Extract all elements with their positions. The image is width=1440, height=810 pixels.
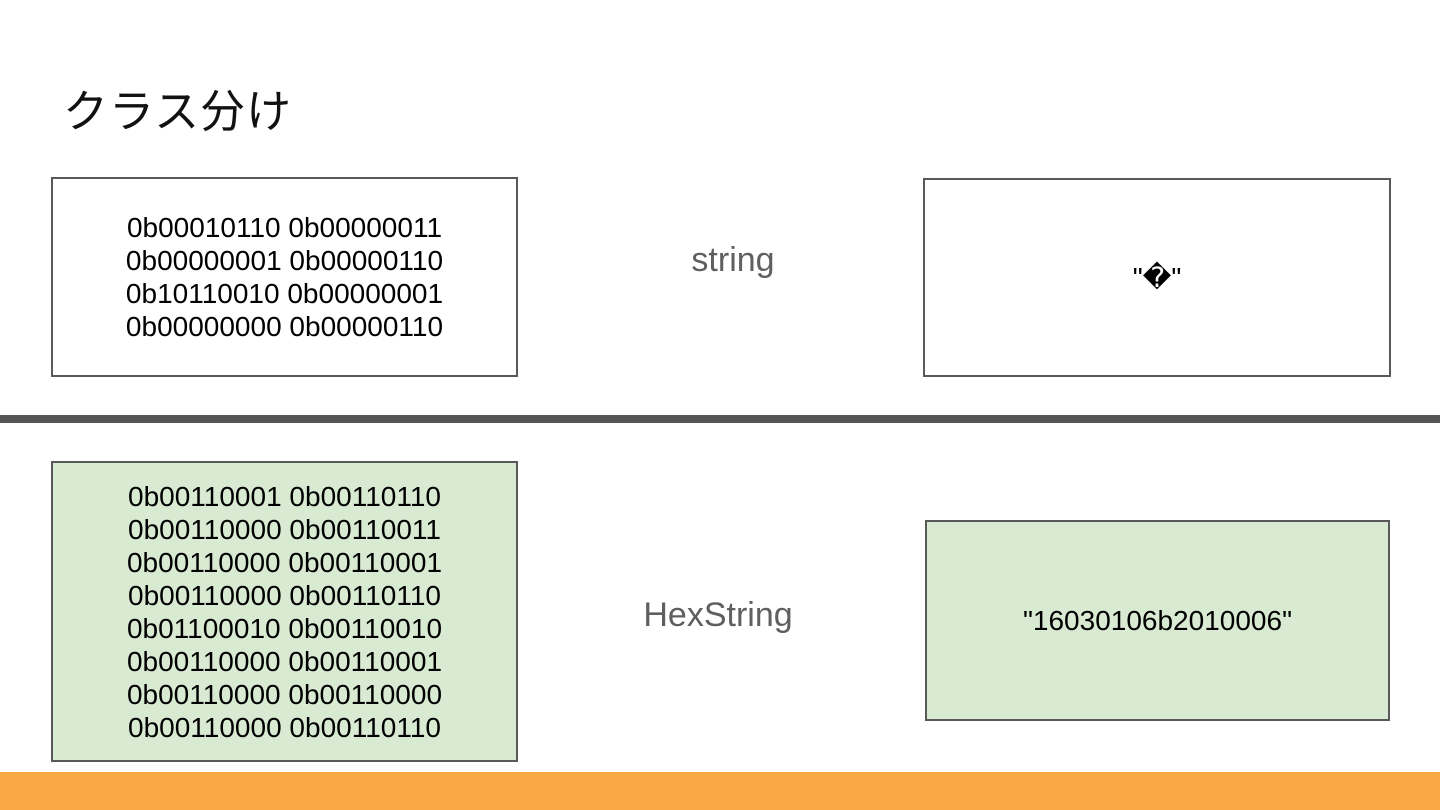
binary-line: 0b00110000 0b00110001	[126, 546, 443, 578]
binary-line: 0b00010110 0b00000011	[126, 212, 443, 243]
binary-line: 0b00110000 0b00110001	[126, 645, 443, 677]
hexstring-result-box: "16030106b2010006"	[925, 520, 1390, 721]
string-result-box: "�"	[923, 178, 1391, 377]
binary-line: 0b00110000 0b00110000	[126, 678, 443, 710]
section-divider	[0, 415, 1440, 423]
class-label-hexstring: HexString	[643, 596, 793, 634]
binary-line: 0b00110000 0b00110110	[128, 579, 441, 611]
footer-accent-bar	[0, 772, 1440, 810]
class-label-string: string	[691, 241, 775, 279]
hexstring-result-value: "16030106b2010006"	[1022, 605, 1293, 636]
binary-line: 0b00000000 0b00000110	[125, 311, 444, 342]
binary-line: 0b01100010 0b00110010	[126, 612, 443, 644]
string-result-value: "�"	[1132, 262, 1182, 293]
binary-bytes-box-hexstring: 0b00110001 0b00110110 0b00110000 0b00110…	[51, 461, 518, 762]
slide-title: クラス分け	[63, 86, 293, 137]
binary-line: 0b00110000 0b00110110	[128, 711, 441, 743]
binary-line: 0b00110001 0b00110110	[128, 480, 441, 512]
binary-line: 0b10110010 0b00000001	[125, 278, 444, 309]
binary-bytes-box-string: 0b00010110 0b00000011 0b00000001 0b00000…	[51, 177, 518, 377]
binary-line: 0b00000001 0b00000110	[125, 245, 444, 276]
binary-line: 0b00110000 0b00110011	[128, 513, 441, 545]
